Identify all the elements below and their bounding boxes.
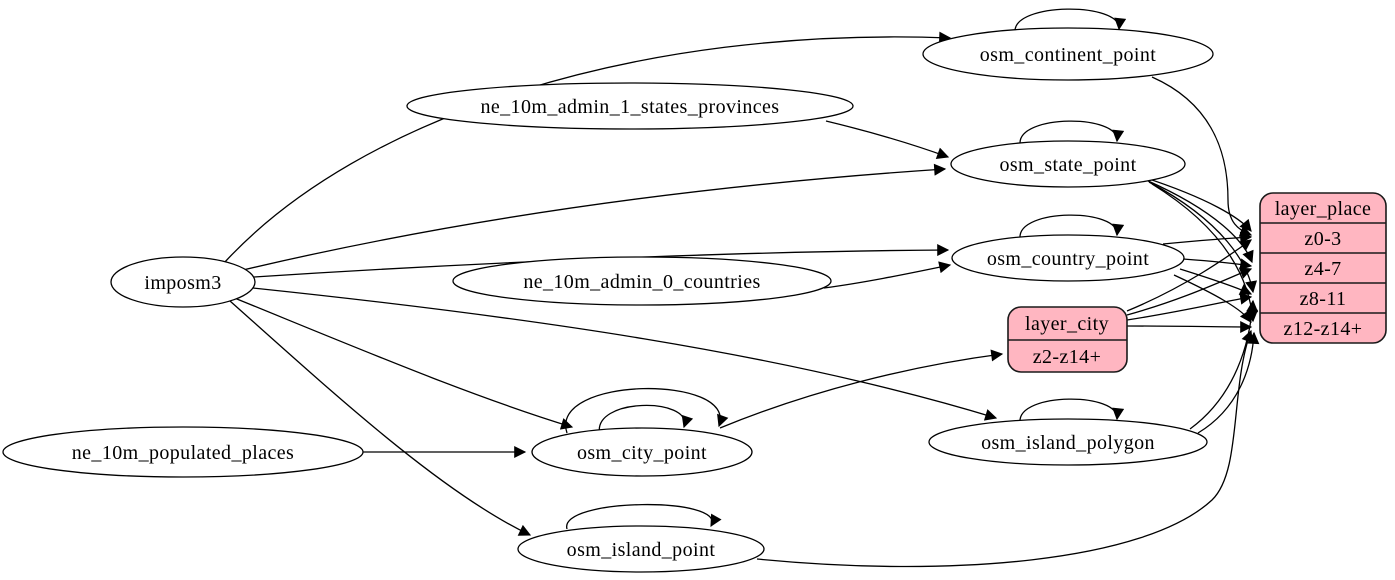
edge-imposm3-osm_city_point [231, 296, 574, 430]
edges-layer [223, 8, 1260, 568]
edge-osm_country_point-layer_place-z12-z14 [1173, 274, 1252, 323]
selfloop-osm_island_polygon [1019, 398, 1125, 423]
layer_city-title: layer_city [1025, 313, 1109, 335]
ne_10m_admin_0_countries-label: ne_10m_admin_0_countries [523, 271, 760, 293]
layer_place-row-z8-11: z8-11 [1300, 288, 1347, 310]
layer_place-row-z0-3: z0-3 [1304, 228, 1341, 250]
edge-layer_city-layer_place-z0-3 [1126, 239, 1252, 312]
edge-osm_state_point-layer_place-z8-11 [1148, 181, 1258, 294]
nodes-layer: imposm3 ne_10m_admin_1_states_provinces … [2, 27, 1214, 573]
osm_island_polygon-label: osm_island_polygon [981, 432, 1155, 454]
osm_state_point-label: osm_state_point [999, 154, 1136, 176]
edge-ne_10m_admin_1_states_provinces-osm_state_point [825, 120, 950, 159]
edge-osm_city_point-layer_city-z2 [719, 349, 1004, 429]
layer_city-row-z2-z14: z2-z14+ [1033, 346, 1102, 368]
selfloop-osm_city_point-inner [598, 404, 694, 436]
edge-osm_island_point-layer_place-z12-z14 [756, 329, 1253, 568]
ne_10m_admin_0_countries-ellipse [452, 256, 832, 306]
osm_country_point-label: osm_country_point [987, 248, 1149, 270]
edge-osm_country_point-layer_place-z8-11 [1179, 268, 1253, 295]
selfloop-osm_island_point [566, 503, 722, 530]
osm_city_point-ellipse [531, 427, 753, 477]
record-layer_place: layer_place z0-3 z4-7 z8-11 z12-z14+ [1259, 192, 1387, 344]
ne_10m_populated_places-ellipse [2, 426, 364, 478]
edge-layer_city-layer_place-z8-11 [1126, 292, 1253, 321]
layer_place-box [1259, 192, 1387, 344]
osm_island_polygon-ellipse [928, 418, 1208, 466]
osm_city_point-label: osm_city_point [577, 442, 707, 464]
edge-osm_island_polygon-layer_place-z8-11 [1189, 299, 1259, 430]
node-imposm3: imposm3 [110, 256, 256, 308]
edge-layer_city-layer_place-z12-z14 [1126, 320, 1253, 333]
selfloop-osm_state_point [1019, 120, 1125, 145]
imposm3-label: imposm3 [144, 272, 221, 294]
layer_place-row-z4-7: z4-7 [1304, 258, 1341, 280]
node-ne_10m_populated_places: ne_10m_populated_places [2, 426, 364, 478]
edge-ne_10m_admin_0_countries-osm_country_point [823, 261, 952, 289]
layer_place-title: layer_place [1275, 198, 1372, 220]
node-osm_continent_point: osm_continent_point [922, 27, 1214, 81]
ne_10m_admin_1_states_provinces-ellipse [406, 82, 854, 130]
edge-imposm3-osm_island_point [229, 300, 532, 536]
osm_island_point-ellipse [517, 525, 765, 573]
node-osm_city_point: osm_city_point [531, 427, 753, 477]
edge-osm_continent_point-layer_place-z0-3 [1151, 76, 1253, 237]
selfloop-osm_country_point [1019, 214, 1125, 239]
osm_island_point-label: osm_island_point [567, 539, 716, 561]
osm_country_point-ellipse [951, 234, 1185, 282]
edge-imposm3-osm_state_point [242, 163, 947, 271]
node-osm_island_polygon: osm_island_polygon [928, 418, 1208, 466]
selfloop-osm_city_point-outer [565, 387, 729, 434]
node-ne_10m_admin_0_countries: ne_10m_admin_0_countries [452, 256, 832, 306]
osm_continent_point-ellipse [922, 27, 1214, 81]
ne_10m_admin_1_states_provinces-label: ne_10m_admin_1_states_provinces [480, 96, 779, 118]
ne_10m_populated_places-label: ne_10m_populated_places [72, 442, 294, 464]
edge-imposm3-osm_island_polygon [252, 287, 998, 421]
record-layer_city: layer_city z2-z14+ [1007, 306, 1128, 373]
node-osm_country_point: osm_country_point [951, 234, 1185, 282]
node-osm_state_point: osm_state_point [950, 140, 1186, 188]
node-ne_10m_admin_1_states_provinces: ne_10m_admin_1_states_provinces [406, 82, 854, 130]
imposm3-ellipse [110, 256, 256, 308]
edge-osm_state_point-layer_place-z4-7 [1145, 179, 1254, 264]
node-osm_island_point: osm_island_point [517, 525, 765, 573]
selfloop-osm_continent_point [1014, 8, 1127, 33]
osm_continent_point-label: osm_continent_point [980, 44, 1157, 66]
edge-osm_state_point-layer_place-z0-3 [1142, 176, 1252, 232]
edge-imposm3-osm_continent_point [223, 31, 952, 264]
layer_place-row-z12-z14: z12-z14+ [1284, 318, 1363, 340]
edge-osm_island_polygon-layer_place-z12-z14 [1197, 331, 1260, 434]
edge-osm_country_point-layer_place-z0-3 [1162, 231, 1253, 245]
edge-layer_city-layer_place-z4-7 [1126, 267, 1253, 316]
osm_state_point-ellipse [950, 140, 1186, 188]
